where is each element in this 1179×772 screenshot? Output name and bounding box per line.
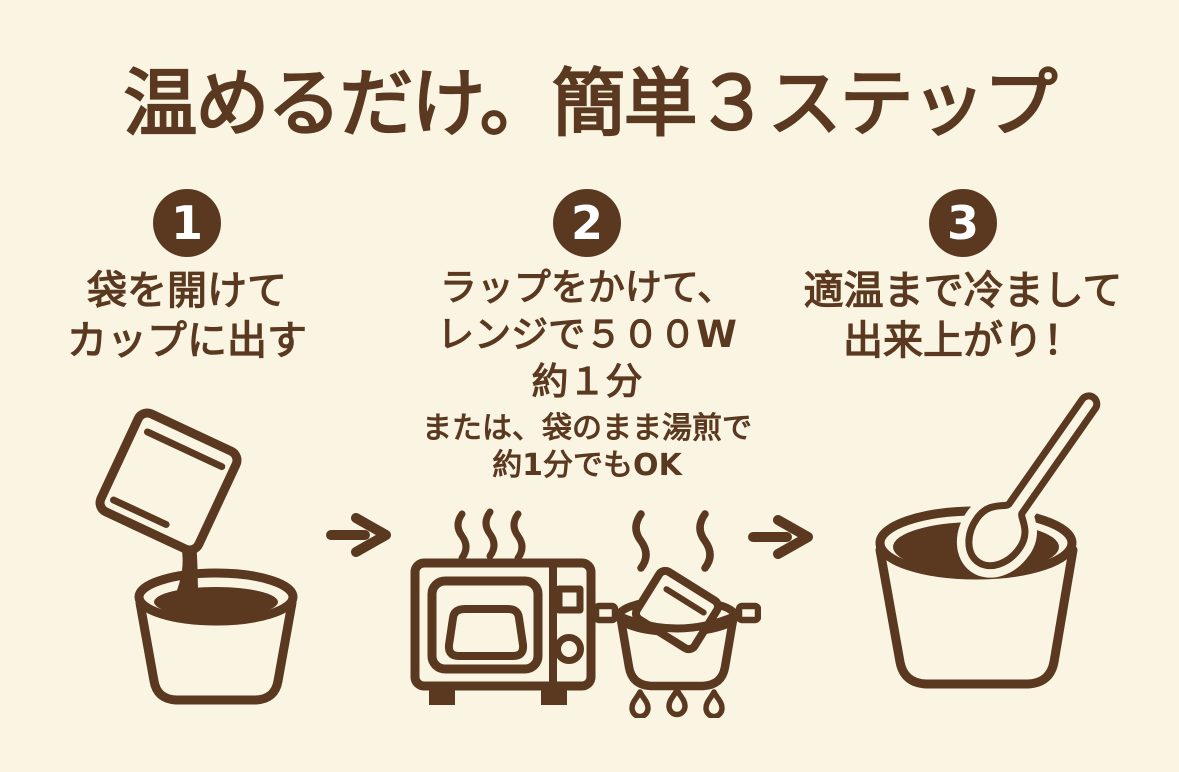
step-3-number: 3: [946, 196, 979, 250]
step-2-line-3: 約１分: [531, 360, 643, 403]
bag-in-pot-icon: [631, 566, 723, 654]
step-3-badge: 3: [929, 189, 997, 257]
cup-with-spoon-icon: [875, 392, 1103, 689]
step-1-text: 袋を開けて カップに出す: [67, 266, 307, 366]
pouch-pouring-into-cup-icon: [95, 408, 298, 705]
step-2-badge: 2: [553, 189, 621, 257]
microwave-icon: [410, 508, 596, 705]
step-2-text: ラップをかけて、 レンジで５００W 約１分: [437, 264, 737, 405]
page-title: 温めるだけ。簡単３ステップ: [123, 61, 1057, 147]
flame-icon: [629, 689, 651, 718]
step-2-subtext: または、袋のまま湯煎で 約1分でもOK: [422, 410, 752, 484]
step-2-line-1: ラップをかけて、: [439, 266, 735, 309]
step-3-text: 適温まで冷まして 出来上がり！: [804, 266, 1123, 366]
step-3-line-1: 適温まで冷まして: [803, 268, 1123, 314]
right-arrow-icon-2: [748, 515, 813, 559]
spoon-icon: [956, 392, 1103, 578]
step-1-number: 1: [170, 196, 203, 250]
step-2-number: 2: [570, 196, 603, 250]
steam-icon: [454, 510, 470, 562]
step-3-line-2: 出来上がり！: [843, 318, 1083, 364]
step-2-sub-2: 約1分でもOK: [492, 448, 682, 483]
step-1-badge: 1: [153, 189, 221, 257]
step-1-line-2: カップに出す: [67, 318, 307, 364]
step-2-sub-1: または、袋のまま湯煎で: [422, 411, 752, 446]
step-2-line-2: レンジで５００W: [437, 313, 737, 356]
step-1-line-1: 袋を開けて: [87, 268, 287, 314]
steam-icon: [632, 510, 650, 572]
pot-hot-water-bath-icon: [593, 510, 761, 718]
right-arrow-icon-1: [326, 513, 391, 557]
